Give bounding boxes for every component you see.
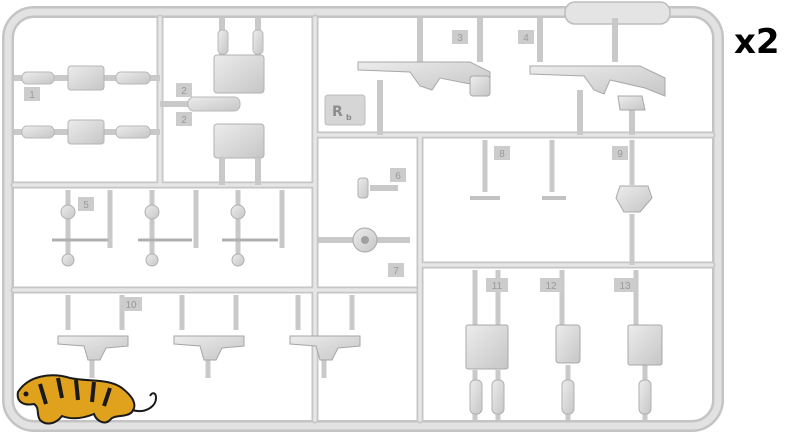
part-number-9: 9 <box>617 149 623 160</box>
part-8-9 <box>470 140 653 265</box>
sprue-code-letter: R <box>332 104 343 120</box>
part-number-13: 13 <box>619 281 631 292</box>
part-2-pouches <box>160 18 265 185</box>
part-number-11: 11 <box>492 281 503 292</box>
part-number-2a: 2 <box>181 86 187 97</box>
part-3-4-thompsons <box>357 18 666 135</box>
part-number-1: 1 <box>29 90 35 101</box>
part-10-m3-smgs <box>57 295 361 378</box>
part-number-2b: 2 <box>181 115 187 126</box>
part-number-6: 6 <box>395 171 401 182</box>
part-number-7: 7 <box>393 266 399 277</box>
part-number-12: 12 <box>545 281 557 292</box>
part-number-10: 10 <box>125 300 137 311</box>
sprue-code: R b <box>324 94 366 126</box>
part-number-3: 3 <box>457 33 463 44</box>
part-number-5: 5 <box>83 200 89 211</box>
quantity-multiplier: x2 <box>734 22 780 62</box>
part-number-8: 8 <box>499 149 505 160</box>
tiger-logo <box>16 374 158 425</box>
part-1-pouches <box>14 65 160 145</box>
part-number-tags: 1 2 2 3 4 5 6 7 8 9 10 11 12 13 <box>24 30 636 311</box>
sprue-frame <box>2 1 724 432</box>
sprue-code-sub: b <box>346 113 352 122</box>
part-11-12-13 <box>465 270 663 420</box>
part-number-4: 4 <box>523 33 529 44</box>
part-5-grenades <box>52 190 285 267</box>
part-6-7 <box>318 177 410 253</box>
